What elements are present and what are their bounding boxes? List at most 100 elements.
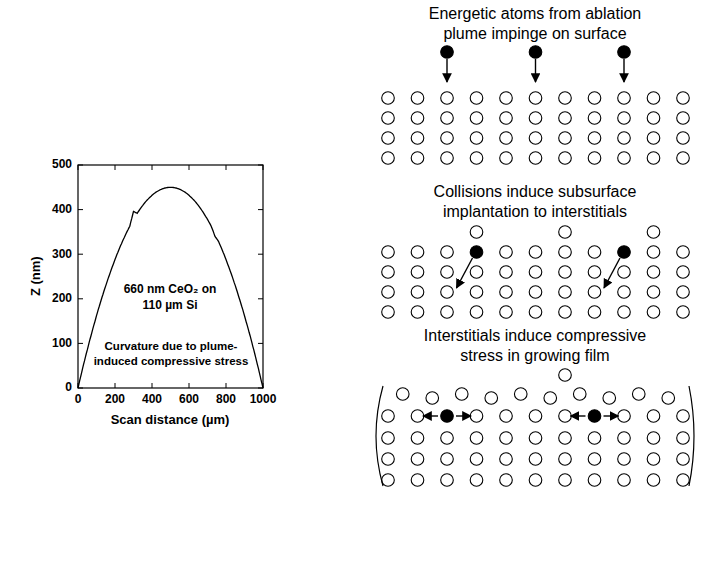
axis-ticks	[78, 165, 263, 388]
lattice-atom	[411, 306, 424, 319]
step-caption: implantation to interstitials	[443, 203, 627, 221]
lattice-atom	[588, 306, 601, 319]
lattice-atom	[529, 453, 542, 466]
lattice-atom	[677, 112, 690, 125]
lattice-atom	[618, 474, 631, 487]
right-bracket	[689, 386, 694, 486]
y-tick	[78, 254, 83, 255]
motion-arrow	[535, 59, 536, 82]
y-tick	[78, 343, 83, 344]
left-bracket	[376, 386, 383, 486]
lattice-atom	[411, 453, 424, 466]
lattice-atom	[529, 474, 542, 487]
lattice-atom	[382, 266, 395, 279]
plot-note: 660 nm CeO₂ on	[123, 283, 218, 296]
lattice-atom	[647, 453, 660, 466]
lattice-atom	[618, 453, 631, 466]
y-tick	[78, 165, 83, 166]
lattice-atom	[559, 112, 572, 125]
lattice-atom	[441, 92, 454, 105]
lattice-atom	[677, 474, 690, 487]
lattice-atom	[500, 432, 513, 445]
lattice-atom	[441, 112, 454, 125]
motion-arrow	[446, 59, 447, 82]
lattice-atom	[559, 132, 572, 145]
energetic-atom	[441, 410, 454, 423]
y-tick	[78, 298, 83, 299]
tick-label: 0	[65, 381, 72, 394]
lattice-atom	[632, 388, 645, 401]
lattice-atom	[396, 388, 409, 401]
lattice-atom	[441, 152, 454, 165]
lattice-atom	[559, 246, 572, 259]
lattice-atom	[559, 226, 572, 239]
lattice-atom	[647, 226, 660, 239]
energetic-atom	[441, 46, 454, 59]
lattice-atom	[411, 474, 424, 487]
lattice-atom	[500, 453, 513, 466]
lattice-atom	[618, 432, 631, 445]
lattice-atom	[485, 392, 498, 405]
lattice-atom	[500, 306, 513, 319]
lattice-atom	[411, 432, 424, 445]
lattice-atom	[559, 474, 572, 487]
lattice-atom	[500, 152, 513, 165]
lattice-atom	[618, 112, 631, 125]
lattice-atom	[441, 132, 454, 145]
lattice-atom	[559, 92, 572, 105]
energetic-atom	[588, 410, 601, 423]
lattice-atom	[382, 474, 395, 487]
x-tick	[115, 383, 116, 388]
lattice-atom	[529, 410, 542, 423]
lattice-atom	[529, 152, 542, 165]
lattice-atom	[382, 286, 395, 299]
lattice-atom	[441, 453, 454, 466]
lattice-atom	[411, 152, 424, 165]
lattice-atom	[470, 132, 483, 145]
plot-note: induced compressive stress	[93, 355, 250, 368]
lattice-atom	[618, 92, 631, 105]
y-tick	[258, 298, 263, 299]
atom-lattice	[382, 46, 690, 487]
lattice-atom	[470, 266, 483, 279]
lattice-atom	[441, 266, 454, 279]
axis-title: Z (nm)	[29, 256, 43, 296]
lattice-atom	[647, 306, 660, 319]
tick-label: 100	[52, 337, 72, 350]
lattice-atom	[677, 92, 690, 105]
lattice-atom	[529, 246, 542, 259]
x-tick	[226, 383, 227, 388]
lattice-atom	[588, 246, 601, 259]
lattice-atom	[411, 132, 424, 145]
lattice-atom	[382, 306, 395, 319]
profile-curve	[78, 187, 263, 388]
tick-label: 1000	[250, 393, 277, 406]
x-tick	[189, 165, 190, 170]
motion-arrow	[604, 415, 619, 416]
lattice-atom	[500, 132, 513, 145]
lattice-atom	[529, 432, 542, 445]
lattice-atom	[647, 266, 660, 279]
lattice-atom	[500, 92, 513, 105]
lattice-atom	[470, 410, 483, 423]
lattice-atom	[677, 132, 690, 145]
energetic-atom	[470, 246, 483, 259]
lattice-atom	[588, 432, 601, 445]
x-tick	[115, 165, 116, 170]
lattice-atom	[411, 246, 424, 259]
lattice-atom	[559, 410, 572, 423]
x-tick	[152, 383, 153, 388]
motion-arrow	[456, 415, 471, 416]
lattice-atom	[382, 92, 395, 105]
lattice-atom	[500, 112, 513, 125]
lattice-atom	[514, 388, 527, 401]
lattice-atom	[382, 112, 395, 125]
lattice-atom	[529, 286, 542, 299]
lattice-atom	[677, 266, 690, 279]
x-tick	[226, 165, 227, 170]
step-caption: Collisions induce subsurface	[434, 183, 637, 201]
tick-label: 0	[75, 393, 82, 406]
step-caption: stress in growing film	[460, 347, 609, 365]
lattice-atom	[529, 92, 542, 105]
